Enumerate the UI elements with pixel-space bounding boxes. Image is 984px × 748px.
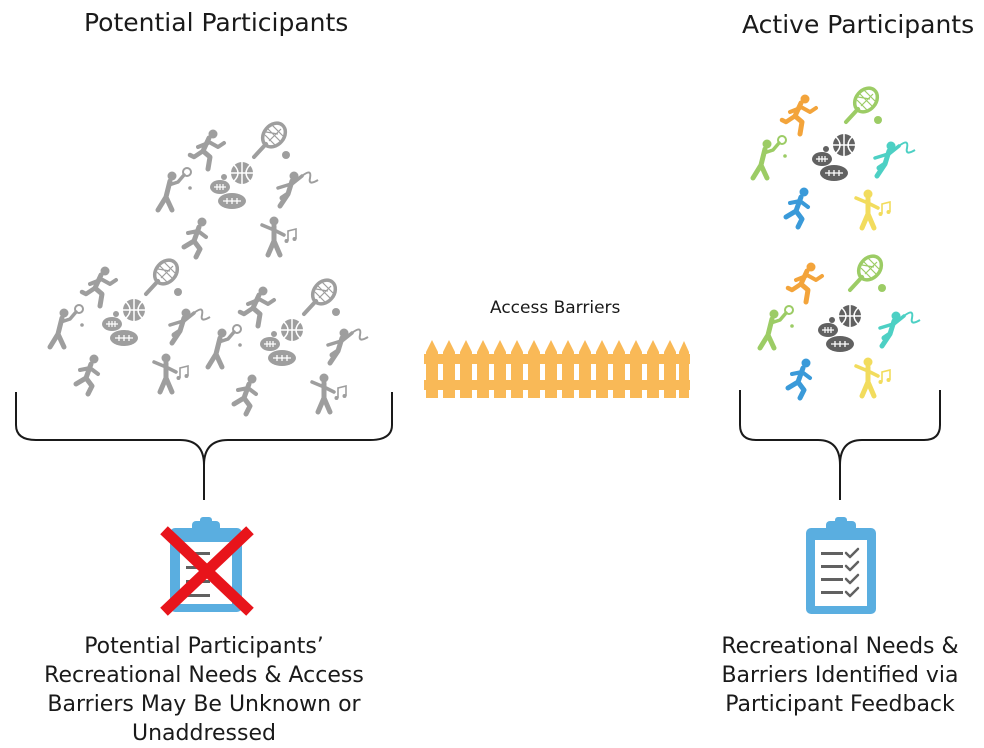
clipboard-checklist-icon — [806, 517, 876, 614]
access-barriers-label: Access Barriers — [490, 298, 621, 318]
left-brace — [15, 392, 393, 500]
potential-participants-cluster-top — [158, 119, 318, 257]
fence-barrier — [424, 340, 690, 398]
caption-line: Recreational Needs & Access — [44, 663, 364, 688]
right-brace — [739, 390, 941, 500]
active-participants-cluster-bottom — [760, 249, 920, 398]
caption-line: Recreational Needs & — [721, 634, 959, 659]
caption-line: Potential Participants’ — [84, 634, 324, 659]
caption-line: Barriers May Be Unknown or — [47, 692, 361, 717]
caption-line: Participant Feedback — [725, 692, 955, 717]
potential-participants-caption: Potential Participants’ Recreational Nee… — [24, 632, 384, 748]
active-participants-cluster-top — [753, 81, 915, 228]
potential-participants-title: Potential Participants — [84, 8, 349, 37]
potential-participants-cluster-right — [208, 276, 368, 414]
potential-participants-cluster-left — [50, 256, 210, 394]
clipboard-unknown-icon — [160, 517, 254, 616]
caption-line: Unaddressed — [132, 721, 276, 746]
caption-line: Barriers Identified via — [721, 663, 959, 688]
active-participants-title: Active Participants — [742, 10, 975, 39]
active-participants-caption: Recreational Needs & Barriers Identified… — [700, 632, 980, 719]
